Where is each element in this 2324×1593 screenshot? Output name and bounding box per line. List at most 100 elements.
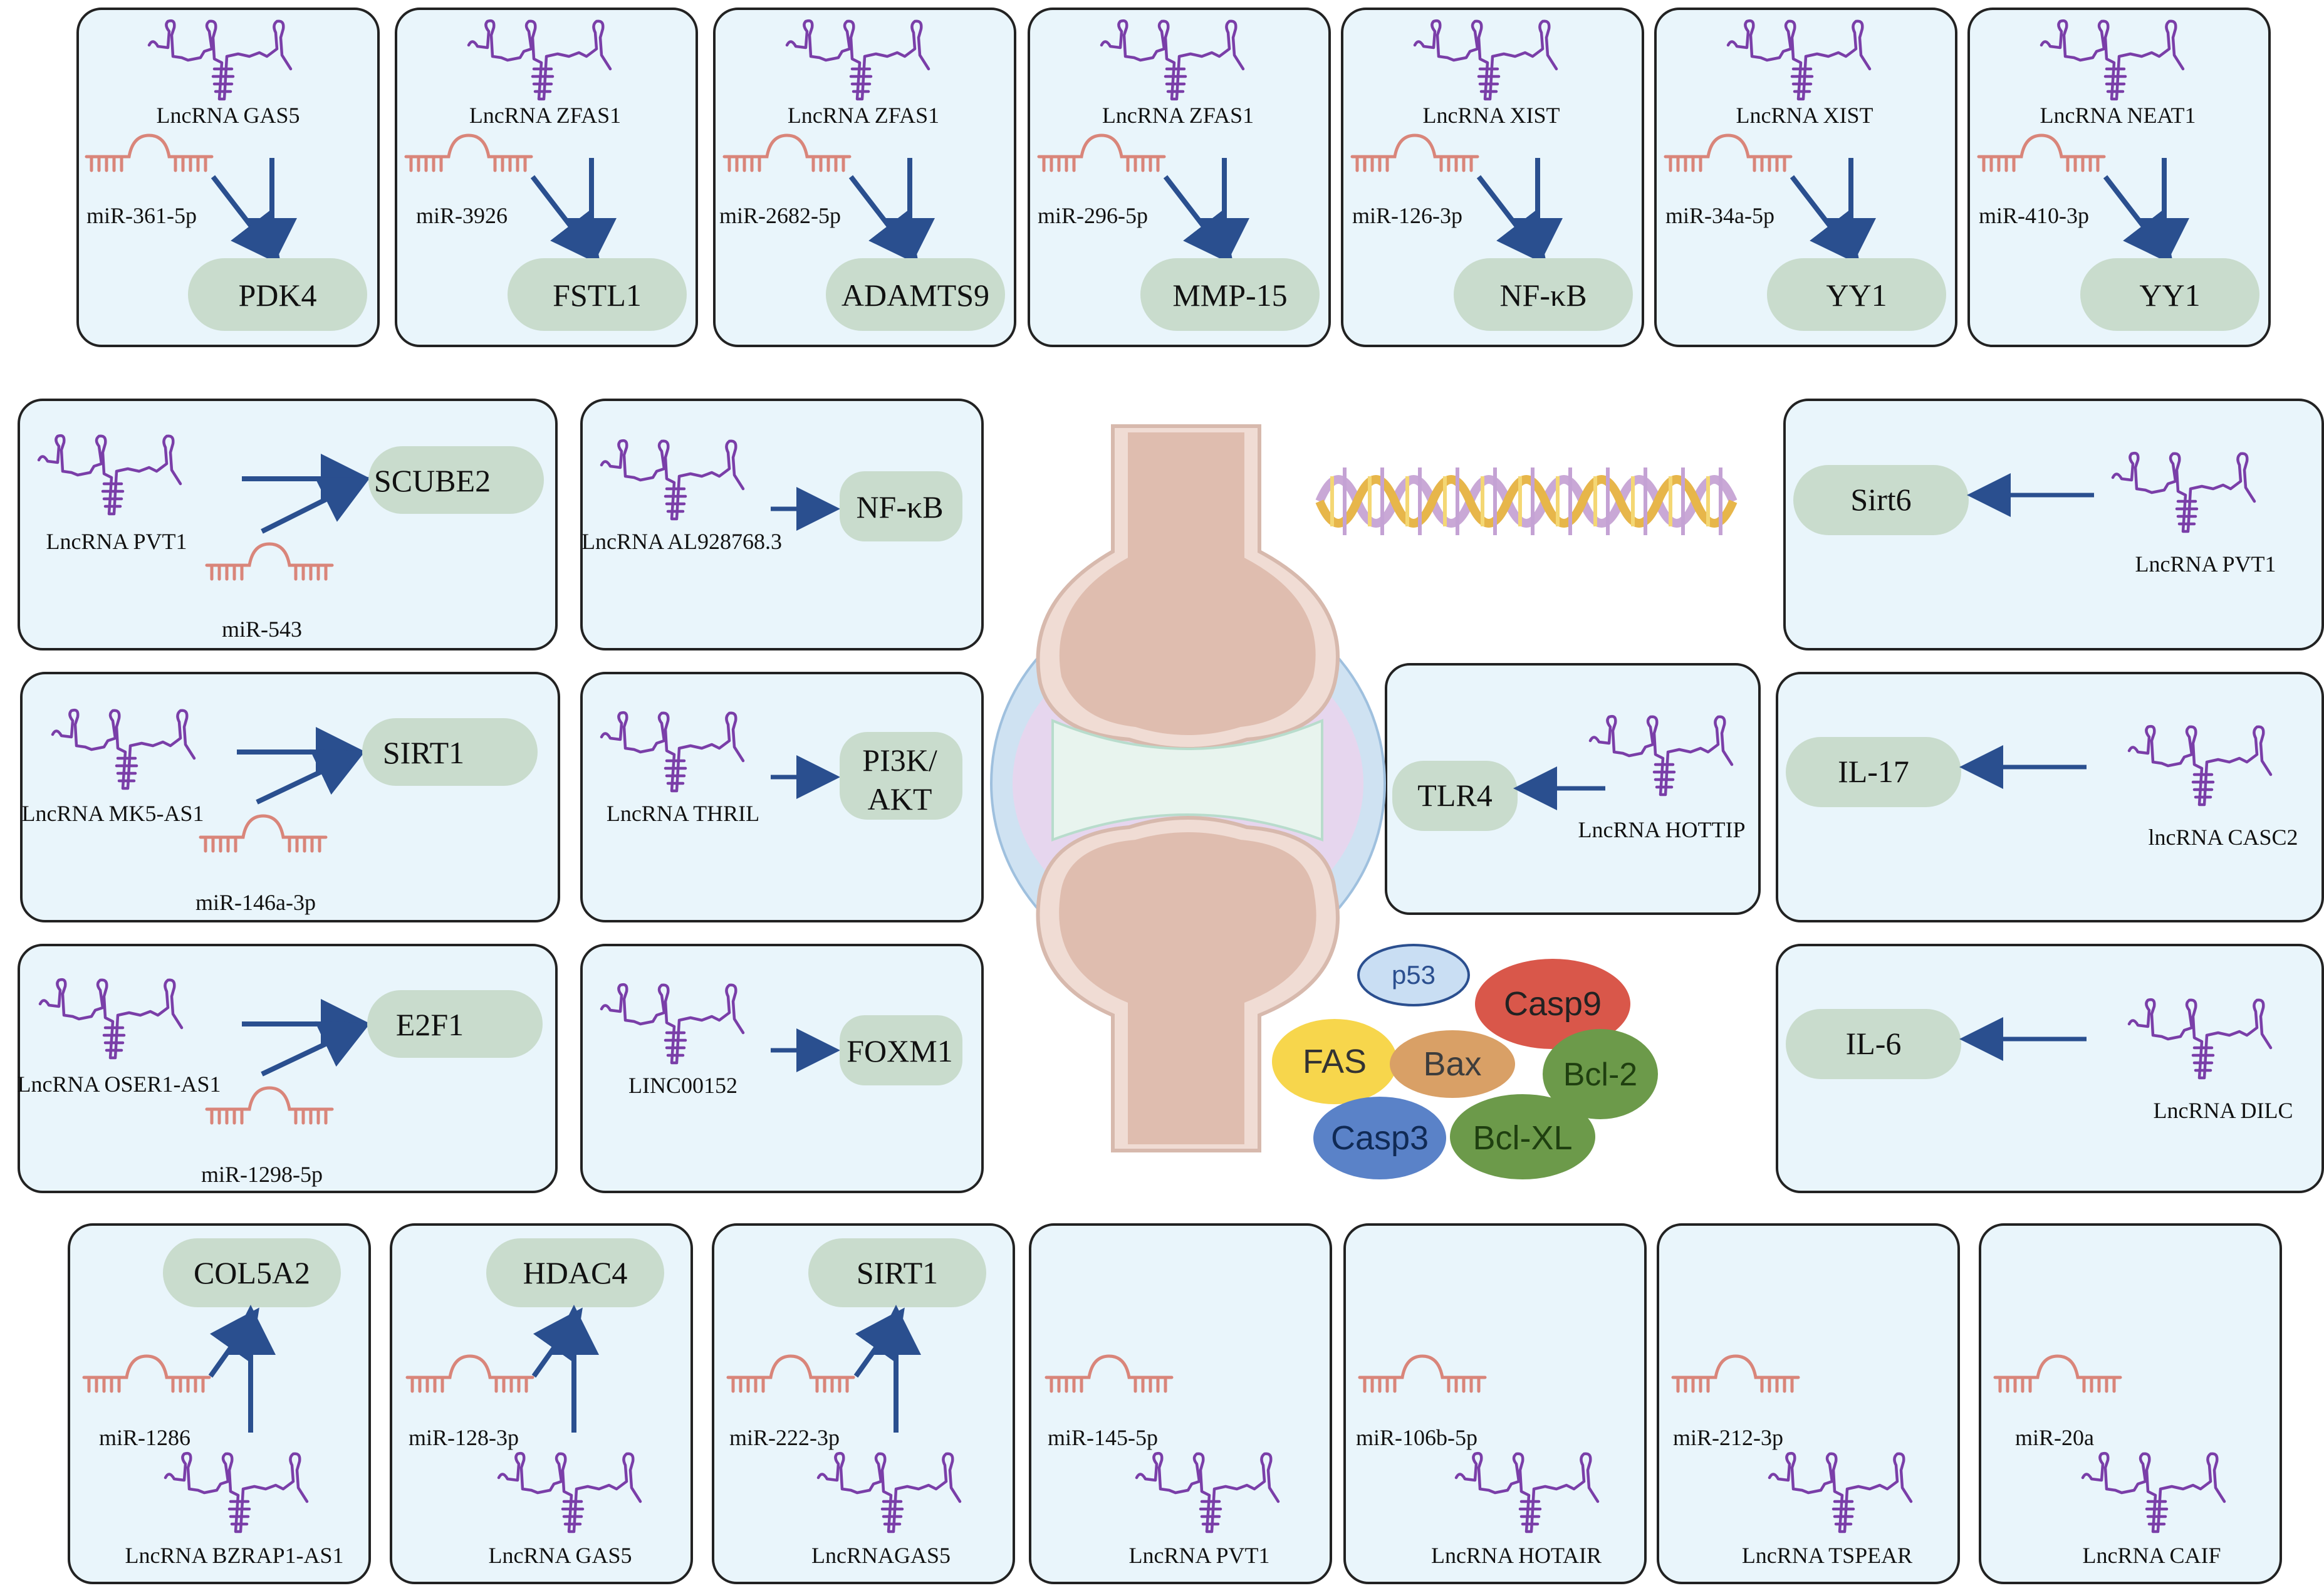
sponge-arrow bbox=[261, 477, 371, 534]
target-label: NF-κB bbox=[856, 489, 943, 525]
lncrna-label: LncRNA GAS5 bbox=[156, 103, 300, 128]
mirna-icon bbox=[1995, 1356, 2120, 1391]
lncrna-icon bbox=[818, 1453, 960, 1532]
target-pill bbox=[1767, 258, 1946, 331]
left-sponge-panels: LncRNA PVT1 miR-543 SCUBE2 LncRNA MK5-AS… bbox=[17, 436, 544, 1187]
lncrna-icon bbox=[602, 713, 743, 791]
lncrna-label: LncRNA PVT1 bbox=[46, 529, 187, 554]
bax-blob bbox=[1390, 1030, 1515, 1098]
inhibition-arrow bbox=[208, 1307, 259, 1378]
target-label: TLR4 bbox=[1417, 778, 1492, 813]
target-label: IL-6 bbox=[1846, 1026, 1902, 1061]
protein-label: FAS bbox=[1303, 1043, 1367, 1080]
panel-left-sponge-1 bbox=[18, 399, 558, 650]
mirna-icon bbox=[728, 1356, 853, 1391]
lncrna-label: lncRNA CASC2 bbox=[2148, 825, 2298, 850]
target-pill bbox=[808, 1238, 986, 1307]
target-pill bbox=[1786, 737, 1961, 807]
lncrna-icon bbox=[1102, 21, 1243, 99]
mirna-label: miR-3926 bbox=[416, 203, 508, 228]
casp9-blob bbox=[1475, 959, 1630, 1049]
mirna-icon bbox=[1673, 1356, 1798, 1391]
lncrna-icon bbox=[2113, 453, 2254, 531]
lncrna-icon bbox=[2129, 726, 2271, 805]
target-pill bbox=[486, 1238, 664, 1307]
inhibition-arrow bbox=[531, 1307, 583, 1378]
lncrna-label: LncRNA AL928768.3 bbox=[581, 529, 782, 554]
inhibition-arrow bbox=[1790, 175, 1860, 266]
lncrna-icon bbox=[2041, 21, 2183, 99]
right-direct-panels: Sirt6 LncRNA PVT1 TLR4 LncRNA HOTTIP IL-… bbox=[1392, 453, 2298, 1123]
target-pill bbox=[508, 258, 687, 331]
inhibition-arrow bbox=[2103, 175, 2174, 266]
panel-bottom-7 bbox=[1979, 1223, 2282, 1584]
lncrna-label: LncRNA MK5-AS1 bbox=[21, 801, 204, 826]
mirna-icon bbox=[1039, 135, 1164, 170]
mirna-label: miR-2682-5p bbox=[719, 203, 841, 228]
target-pill bbox=[840, 1015, 962, 1085]
lncrna-label: LncRNA PVT1 bbox=[2135, 551, 2276, 577]
target-label: Sirt6 bbox=[1850, 482, 1911, 517]
lncrna-icon bbox=[1728, 21, 1870, 99]
lncrna-label: LncRNA XIST bbox=[1423, 103, 1560, 128]
mirna-icon bbox=[1665, 135, 1791, 170]
target-label: HDAC4 bbox=[523, 1255, 628, 1290]
mirna-icon bbox=[1360, 1356, 1485, 1391]
inhibition-arrow bbox=[530, 175, 601, 266]
target-label-line2: AKT bbox=[868, 781, 932, 817]
mirna-icon bbox=[1352, 135, 1477, 170]
lncrna-icon bbox=[2129, 1000, 2271, 1078]
panel-bottom-6 bbox=[1657, 1223, 1960, 1584]
target-pill bbox=[163, 1238, 341, 1307]
lncrna-label: LncRNA HOTAIR bbox=[1431, 1543, 1602, 1568]
mirna-label: miR-361-5p bbox=[86, 203, 197, 228]
lncrna-icon bbox=[602, 441, 743, 519]
lncrna-icon bbox=[2083, 1453, 2224, 1532]
target-pill bbox=[362, 718, 538, 786]
target-label: E2F1 bbox=[396, 1007, 464, 1042]
target-label: YY1 bbox=[1826, 278, 1887, 313]
mirna-label: miR-543 bbox=[222, 617, 302, 642]
mirna-label: miR-296-5p bbox=[1038, 203, 1148, 228]
lncrna-icon bbox=[165, 1453, 307, 1532]
target-pill bbox=[1454, 258, 1633, 331]
lncrna-label: LncRNA CAIF bbox=[2082, 1543, 2221, 1568]
inhibition-arrow bbox=[1163, 175, 1234, 266]
mirna-icon bbox=[86, 135, 212, 170]
p53-blob bbox=[1357, 944, 1470, 1006]
mirna-icon bbox=[406, 135, 531, 170]
target-label: IL-17 bbox=[1838, 754, 1909, 789]
target-pill bbox=[1786, 1009, 1961, 1079]
femur-inner bbox=[1059, 432, 1316, 735]
lncrna-label: LncRNA THRIL bbox=[607, 801, 759, 826]
target-pill bbox=[1140, 258, 1320, 331]
lncrna-label: LncRNA PVT1 bbox=[1129, 1543, 1270, 1568]
lncrna-icon bbox=[1456, 1453, 1598, 1532]
target-label: SCUBE2 bbox=[374, 463, 491, 498]
lncrna-icon bbox=[787, 21, 929, 99]
lncrna-label: LncRNA ZFAS1 bbox=[1102, 103, 1254, 128]
fas-blob bbox=[1272, 1019, 1397, 1104]
lncrna-label: LncRNAGAS5 bbox=[811, 1543, 951, 1568]
mirna-label: miR-1286 bbox=[99, 1425, 190, 1450]
protein-label: Bcl-XL bbox=[1472, 1119, 1572, 1157]
dna-helix-icon bbox=[1315, 467, 1738, 535]
target-label: SIRT1 bbox=[383, 735, 464, 770]
lncrna-label: LncRNA DILC bbox=[2154, 1098, 2293, 1123]
lncrna-icon bbox=[499, 1453, 640, 1532]
mirna-label: miR-212-3p bbox=[1673, 1425, 1783, 1450]
target-pill bbox=[840, 471, 962, 541]
lncrna-icon bbox=[1415, 21, 1556, 99]
mirna-icon bbox=[201, 816, 326, 851]
mirna-icon bbox=[84, 1356, 209, 1391]
protein-label: Bcl-2 bbox=[1563, 1057, 1637, 1093]
mirna-label: miR-410-3p bbox=[1979, 203, 2089, 228]
lncrna-label: LncRNA NEAT1 bbox=[2040, 103, 2196, 128]
mirna-label: miR-145-5p bbox=[1048, 1425, 1158, 1450]
mirna-label: miR-128-3p bbox=[409, 1425, 519, 1450]
target-label: NF-κB bbox=[1499, 278, 1587, 313]
lncrna-icon bbox=[53, 710, 194, 788]
mirna-label: miR-106b-5p bbox=[1356, 1425, 1477, 1450]
inhibition-arrow bbox=[1476, 175, 1547, 266]
protein-label: p53 bbox=[1392, 960, 1436, 990]
